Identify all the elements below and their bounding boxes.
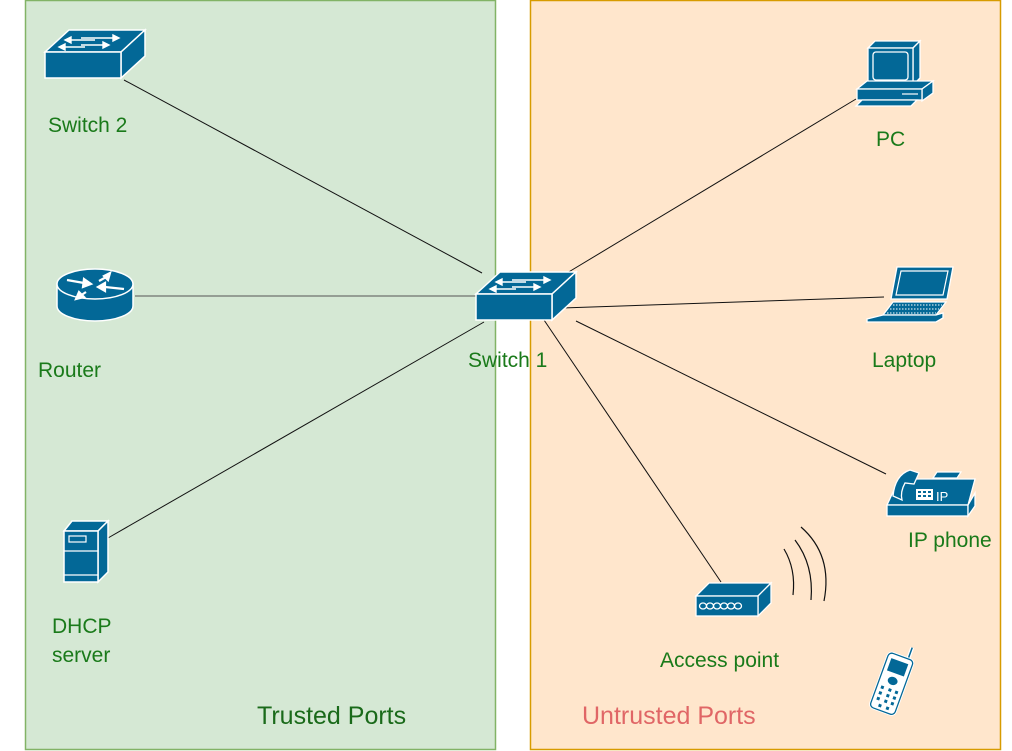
link-switch1-switch2	[123, 79, 483, 274]
link-switch1-pc	[566, 98, 857, 274]
link-switch1-ap	[543, 319, 722, 583]
laptop-icon	[866, 266, 954, 323]
trusted-zone	[24, 0, 497, 751]
dhcp-server-node[interactable]: DHCP server	[52, 519, 112, 667]
mobile-phone-node[interactable]	[869, 641, 917, 716]
ip-phone-node[interactable]: IP IP phone	[885, 469, 992, 552]
access-point-label: Access point	[660, 649, 779, 672]
ip-badge: IP	[936, 489, 948, 504]
link-switch1-ipphone	[575, 320, 887, 475]
untrusted-zone-label: Untrusted Ports	[582, 702, 756, 730]
server-icon	[62, 519, 110, 584]
link-switch1-laptop	[561, 296, 885, 309]
switch1-node[interactable]: Switch 1	[468, 271, 577, 372]
pc-node[interactable]: PC	[854, 39, 935, 151]
ip-phone-icon: IP	[885, 469, 976, 519]
router-icon	[56, 268, 134, 322]
mobile-phone-icon	[869, 646, 915, 716]
wireless-signal-icon	[783, 526, 827, 602]
laptop-label: Laptop	[872, 349, 936, 372]
pc-label: PC	[876, 128, 905, 151]
dhcp-label-line1: DHCP	[52, 615, 112, 638]
access-point-icon	[694, 581, 773, 618]
untrusted-zone	[529, 0, 1002, 751]
pc-icon	[854, 39, 935, 107]
access-point-node[interactable]: Access point	[660, 526, 827, 672]
switch2-node[interactable]: Switch 2	[44, 29, 146, 137]
ip-phone-label: IP phone	[908, 529, 992, 552]
laptop-node[interactable]: Laptop	[866, 266, 954, 372]
router-node[interactable]: Router	[38, 268, 134, 382]
links	[107, 79, 887, 583]
link-switch1-dhcp	[107, 321, 485, 539]
trusted-zone-label: Trusted Ports	[257, 702, 406, 730]
router-label: Router	[38, 359, 101, 382]
switch1-label: Switch 1	[468, 349, 547, 372]
dhcp-label-line2: server	[52, 644, 110, 667]
switch2-label: Switch 2	[48, 114, 127, 137]
